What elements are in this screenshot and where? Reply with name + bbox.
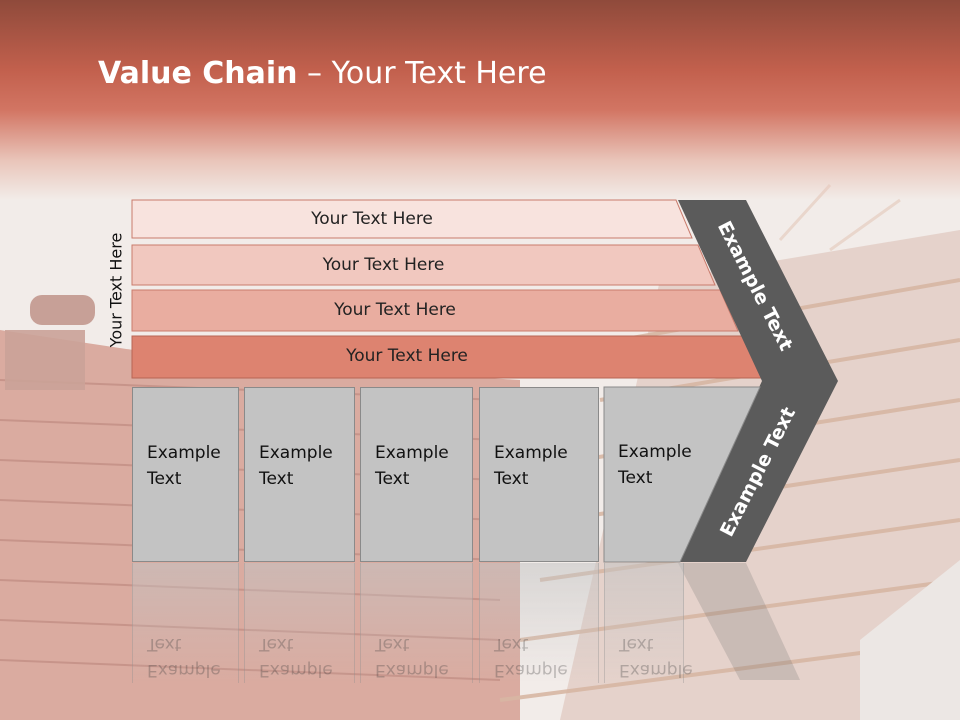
box-2-reflection: Example Text: [244, 563, 355, 683]
title-rest: – Your Text Here: [297, 56, 547, 91]
band-1-label: Your Text Here: [311, 209, 433, 229]
header-band: [0, 0, 960, 200]
band-2[interactable]: Your Text Here: [132, 246, 715, 284]
box-5-line2: Text: [618, 468, 653, 488]
band-shape-3: [131, 289, 739, 332]
band-4-label: Your Text Here: [346, 346, 468, 366]
box-1-line1: Example: [147, 443, 221, 463]
box-5-reflect-line1: Example: [619, 660, 693, 680]
box-4-reflect-line2: Text: [494, 634, 529, 654]
box-5-reflect-line2: Text: [619, 634, 654, 654]
box-5-reflection: Example Text: [604, 563, 693, 683]
chevron-shape: [678, 200, 838, 562]
box-3-reflect-line2: Text: [375, 634, 410, 654]
band-1[interactable]: Your Text Here: [132, 200, 692, 238]
page-title: Value Chain – Your Text Here: [98, 55, 547, 93]
box-3-line1: Example: [375, 443, 449, 463]
box-2-line1: Example: [259, 443, 333, 463]
box-3-reflection: Example Text: [360, 563, 473, 683]
box-4-reflection: Example Text: [479, 563, 599, 683]
box-4-line2: Text: [494, 469, 529, 489]
box-1-line2: Text: [147, 469, 182, 489]
box-5-line1: Example: [618, 442, 692, 462]
box-2-line2: Text: [259, 469, 294, 489]
box-4-line1: Example: [494, 443, 568, 463]
box-1-reflect-line1: Example: [147, 660, 221, 680]
band-shape-2: [131, 244, 716, 286]
band-2-label: Your Text Here: [322, 255, 445, 275]
title-bold: Value Chain: [98, 56, 298, 91]
box-2-reflect-line2: Text: [259, 634, 294, 654]
box-3-reflect-line1: Example: [375, 660, 449, 680]
band-3-label: Your Text Here: [334, 300, 456, 320]
box-2-reflect-line1: Example: [259, 660, 333, 680]
band-shape-1: [131, 199, 693, 239]
box-1-reflection: Example Text: [132, 563, 239, 683]
band-4[interactable]: Your Text Here: [132, 337, 762, 375]
box-1-reflect-line2: Text: [147, 634, 182, 654]
band-3[interactable]: Your Text Here: [132, 291, 738, 329]
box-4-reflect-line1: Example: [494, 660, 568, 680]
box-3-line2: Text: [375, 469, 410, 489]
chevron-reflection: [678, 563, 800, 680]
